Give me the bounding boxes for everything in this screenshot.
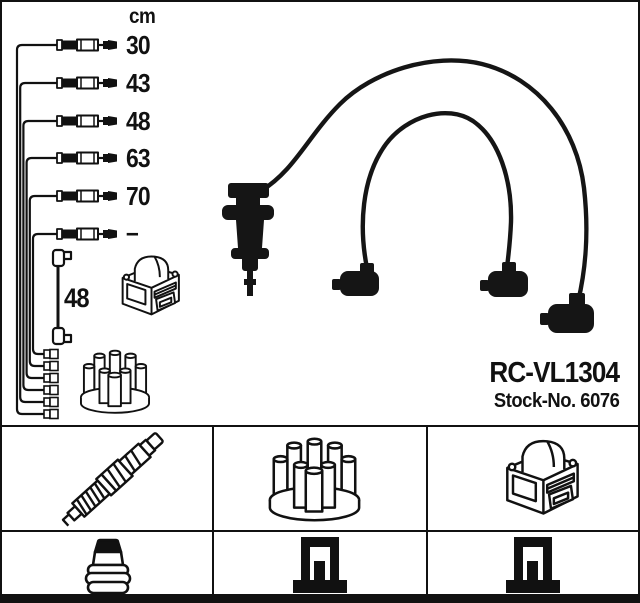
terminal-cross-section-icon bbox=[506, 537, 560, 593]
unit-header: cm bbox=[129, 5, 156, 28]
elbow-boot-left bbox=[332, 263, 379, 296]
elbow-boot-right bbox=[540, 293, 594, 333]
distributor-cap-icon bbox=[268, 437, 361, 522]
elbow-boot-middle bbox=[480, 262, 528, 297]
grid-row-divider bbox=[0, 530, 640, 532]
cable-length-3: 48 bbox=[126, 106, 151, 136]
terminal-cross-section-icon bbox=[293, 537, 347, 593]
cable-end-drawings bbox=[55, 38, 119, 241]
ignition-coil-icon bbox=[506, 439, 579, 515]
plug-cover-icon bbox=[84, 538, 132, 595]
distributor-cap-drawing-small bbox=[79, 349, 151, 414]
cable-length-1: 30 bbox=[126, 30, 151, 60]
frame-border-top bbox=[0, 0, 640, 2]
distributor-end-connectors bbox=[43, 348, 59, 420]
part-number: RC-VL1304 bbox=[489, 357, 620, 389]
coil-lead-length-label: 48 bbox=[64, 283, 90, 313]
cable-length-6: – bbox=[126, 217, 139, 247]
plug-top-boot bbox=[222, 183, 274, 296]
stock-number: Stock-No. 6076 bbox=[493, 390, 620, 412]
cable-length-tree bbox=[15, 43, 57, 416]
spark-plug-icon bbox=[61, 432, 164, 527]
grid-column-divider-1 bbox=[212, 425, 214, 603]
frame-border-right bbox=[638, 0, 640, 603]
grid-top-line bbox=[0, 425, 640, 427]
frame-border-left bbox=[0, 0, 2, 603]
ignition-coil-drawing-small bbox=[121, 255, 180, 316]
coil-lead-drawing bbox=[51, 248, 73, 346]
ignition-cable-kit-photo bbox=[222, 58, 594, 333]
cable-length-4: 63 bbox=[126, 143, 151, 173]
cable-length-5: 70 bbox=[126, 181, 151, 211]
cable-length-2: 43 bbox=[126, 68, 151, 98]
grid-column-divider-2 bbox=[426, 425, 428, 603]
frame-border-bottom bbox=[0, 594, 640, 603]
